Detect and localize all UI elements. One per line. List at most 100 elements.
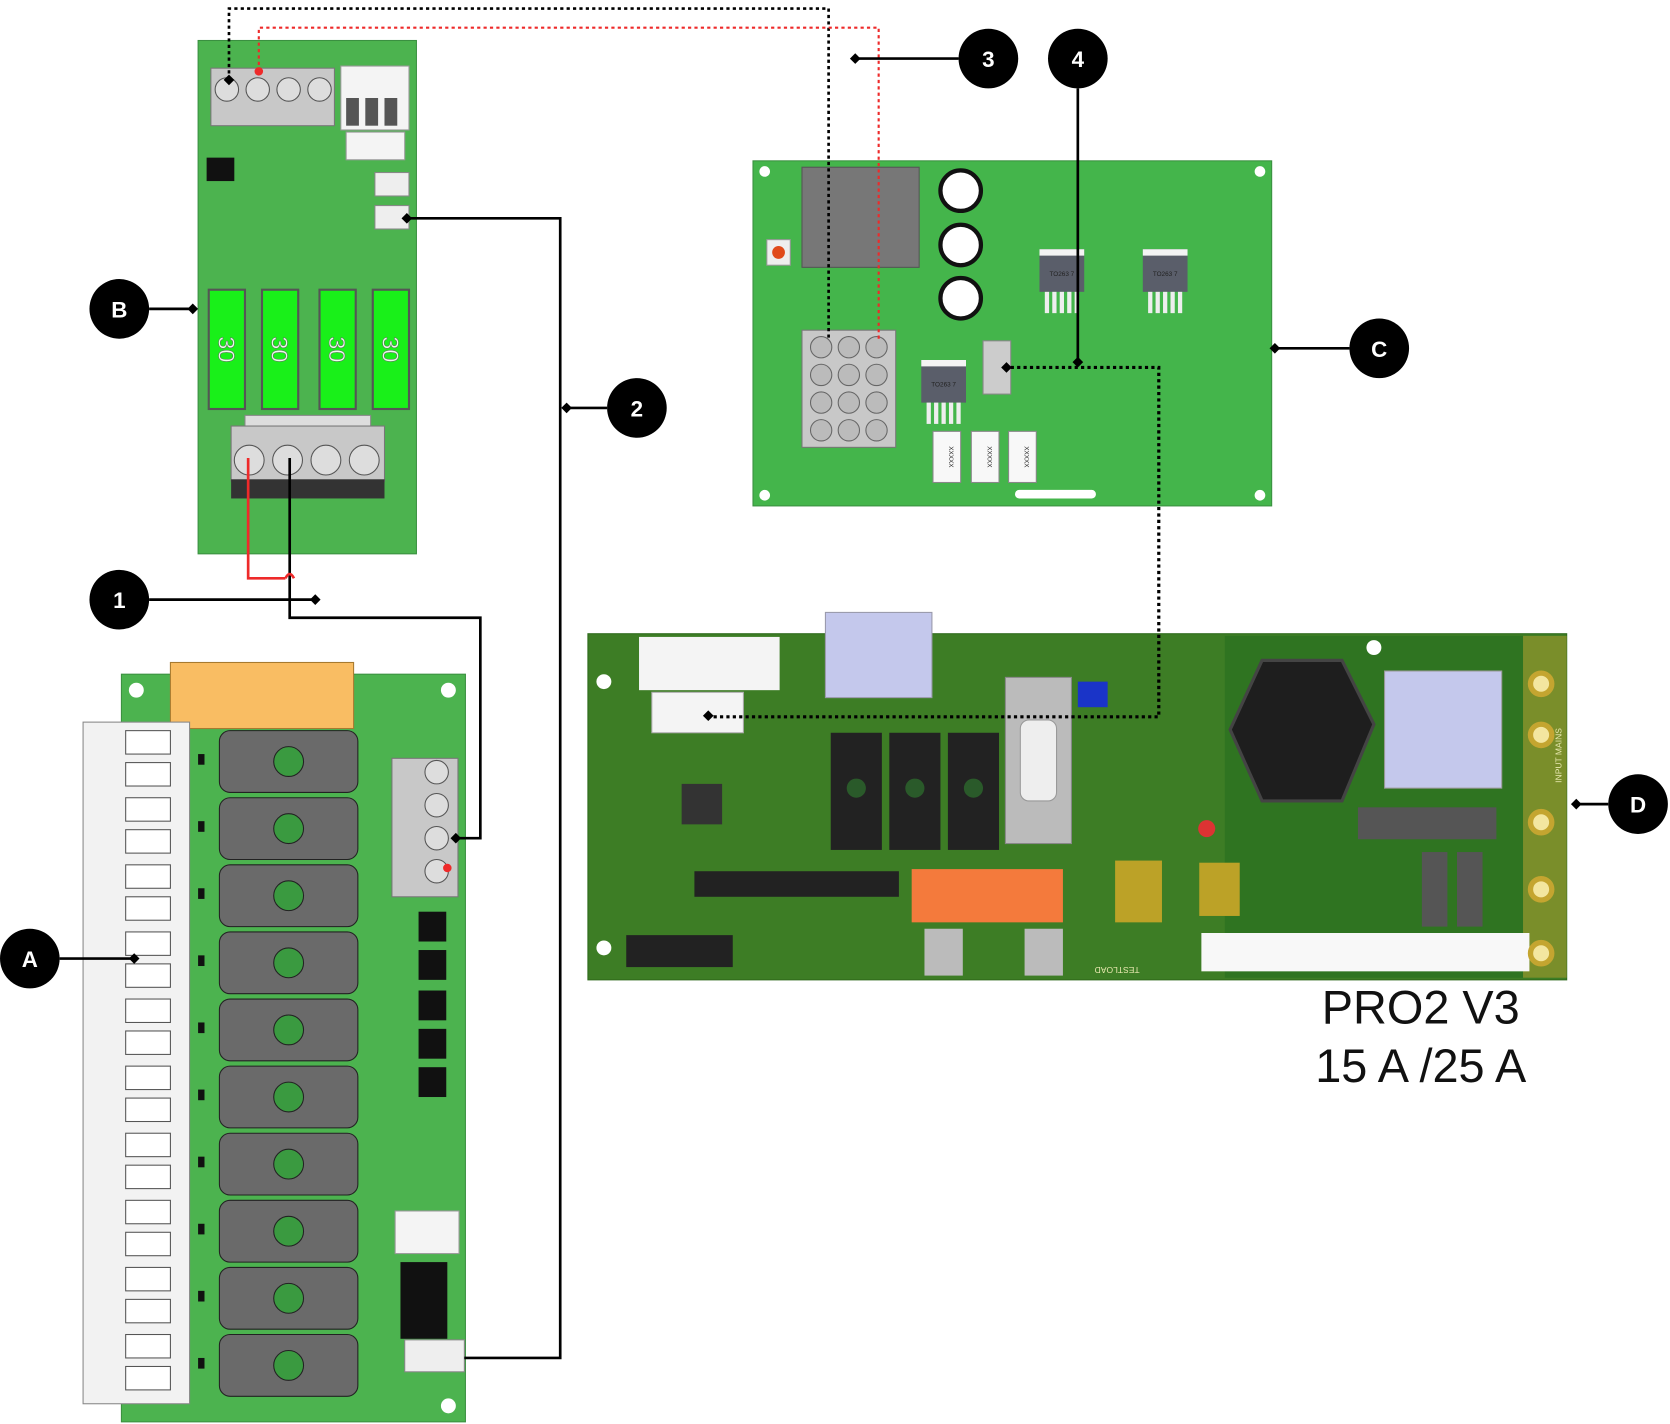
connector-pin [865, 363, 888, 387]
regulator-chip [921, 360, 967, 403]
relay [911, 869, 1063, 923]
resistor-label: XXXXX [1023, 446, 1030, 468]
silkscreen-testload: TESTLOAD [1095, 965, 1140, 975]
ic-chip [418, 950, 447, 980]
product-name: PRO2 V3 [1322, 982, 1520, 1034]
wire-2 [404, 217, 562, 1360]
fuse-label: 30 [377, 336, 403, 362]
terminal-1-a [391, 757, 459, 898]
resistor [1008, 430, 1037, 484]
terminal-slot [125, 1231, 171, 1257]
chip-pin [1052, 291, 1057, 314]
svg-text:A: A [22, 947, 38, 972]
fuse [260, 288, 300, 411]
capacitor [1024, 928, 1063, 976]
resistor [932, 430, 962, 484]
callout-c: C [1269, 318, 1410, 379]
terminal-slot [125, 1298, 171, 1324]
screw-terminal [310, 444, 342, 476]
callout-2: 2 [561, 378, 667, 438]
silkscreen-input-mains: INPUT MAINS [1553, 728, 1563, 783]
connector-pin [809, 363, 833, 387]
board-b: 30 30 30 30 [197, 39, 417, 555]
terminal-slot [125, 797, 171, 822]
capacitor [924, 928, 963, 976]
chip-pin [1059, 291, 1064, 314]
chip-label: TO263 7 [931, 382, 956, 389]
capacitors [938, 168, 984, 321]
terminal-slot [125, 1097, 171, 1123]
ic-chip [206, 157, 235, 182]
fuse [371, 288, 411, 411]
terminal-slot [125, 1030, 171, 1055]
terminal-slot [125, 1065, 171, 1091]
resistor-label: XXXXX [985, 446, 992, 468]
chip-pin [1044, 291, 1050, 314]
wire-3-red-dotted [257, 26, 880, 341]
connector-pin [837, 336, 861, 359]
terminal-slot [125, 1132, 171, 1158]
callout-4: 4 [1048, 28, 1108, 368]
regulator-chip [1142, 249, 1188, 292]
mains-pad [1527, 808, 1555, 836]
connector-3-c [801, 329, 897, 448]
connector-pin [809, 419, 833, 442]
svg-text:3: 3 [982, 47, 994, 72]
ic-chip [418, 990, 447, 1021]
chip-pin [1155, 291, 1160, 314]
chip-label: TO263 7 [1050, 271, 1075, 278]
svg-text:D: D [1630, 793, 1646, 818]
chip-pin [934, 402, 939, 424]
connector-pin [837, 363, 861, 387]
chip-pin [1067, 291, 1072, 314]
screw-terminal [245, 77, 270, 102]
fuse-label: 30 [213, 336, 239, 362]
terminal-slot [125, 963, 171, 988]
ic-chip [418, 1028, 447, 1059]
terminal-slot [125, 1365, 171, 1391]
terminal-slot [125, 762, 171, 787]
fuse-label: 30 [267, 336, 293, 362]
mains-pad [1527, 670, 1555, 698]
terminal-slot [125, 730, 171, 755]
connector-pin [837, 419, 861, 442]
callout-b: B [89, 279, 199, 339]
connector-pin [865, 419, 888, 442]
resistor [970, 430, 1000, 484]
ic-chip [418, 1067, 447, 1098]
relay-a [169, 661, 355, 730]
terminal-slot [125, 896, 171, 921]
terminal-slot [125, 1199, 171, 1225]
mains-pad [1527, 939, 1555, 967]
terminal-slot [125, 864, 171, 889]
callout-1: 1 [89, 569, 321, 630]
fuse-label: 30 [324, 336, 350, 362]
svg-text:B: B [111, 297, 127, 322]
board-a [82, 661, 466, 1423]
board-d: INPUT MAINS TESTLOAD [587, 611, 1568, 981]
chip-pin [926, 402, 931, 424]
mains-pad [1527, 721, 1555, 749]
ic-chip [418, 911, 447, 942]
chip-pin [1170, 291, 1175, 314]
terminal-slot [125, 1164, 171, 1190]
callout-d: D [1570, 774, 1668, 834]
connector-2-a [404, 1339, 465, 1373]
wire-1-red [246, 457, 296, 580]
svg-text:2: 2 [631, 396, 643, 421]
connector-pin [809, 336, 833, 359]
terminal-slot [125, 998, 171, 1023]
svg-text:4: 4 [1072, 47, 1085, 72]
wire-1-black [288, 457, 482, 840]
chip-pin [956, 402, 961, 424]
wire-3-black-dotted [227, 7, 830, 341]
screw-terminal [348, 444, 380, 476]
svg-text:C: C [1371, 337, 1387, 362]
connector-pin [865, 336, 888, 359]
fuse [207, 288, 247, 411]
chip-pin [1163, 291, 1168, 314]
terminal-slot [125, 1266, 171, 1292]
d-top-connector [824, 611, 933, 699]
connector-pin [837, 391, 861, 414]
